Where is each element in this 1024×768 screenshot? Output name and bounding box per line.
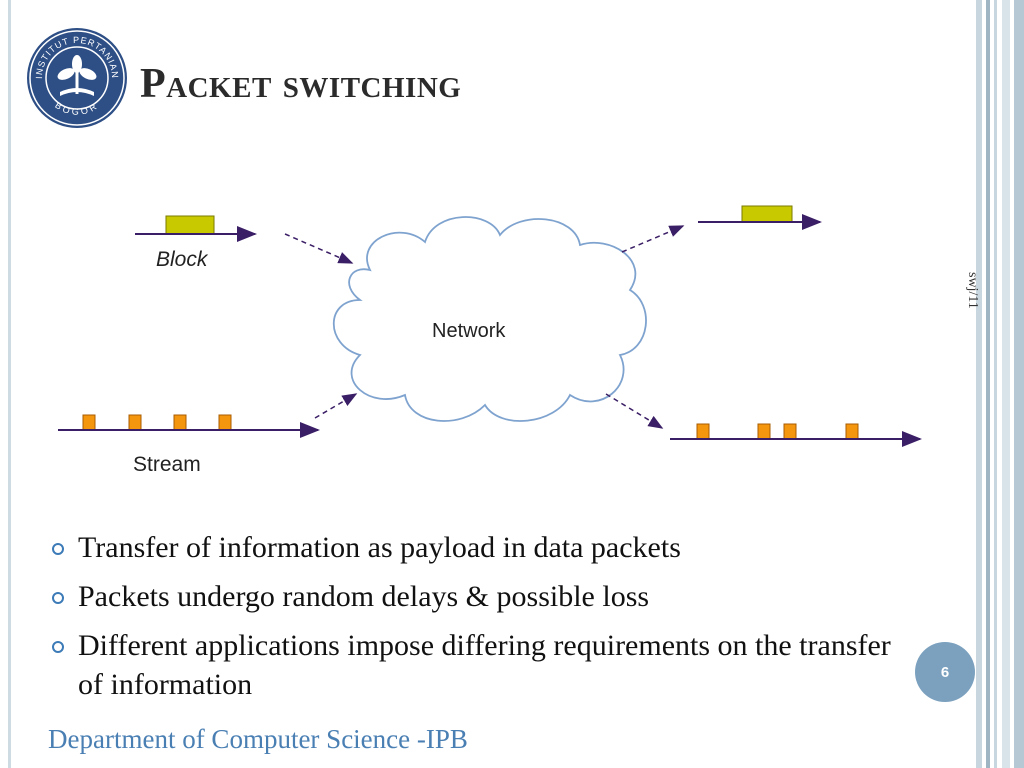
stream-packet-output [696, 423, 710, 440]
block-label: Block [156, 248, 209, 271]
bullet-text: Different applications impose differing … [78, 629, 891, 701]
university-logo: INSTITUT PERTANIAN BOGOR [27, 28, 127, 128]
left-border-rule [8, 0, 11, 768]
bullet-list: Transfer of information as payload in da… [48, 528, 918, 714]
stream-packet-input [218, 414, 232, 431]
slide-title: Packet switching [140, 61, 462, 107]
network-to-stream-output-arrow [605, 393, 664, 429]
network-label: Network [432, 320, 506, 342]
network-to-block-output-arrow [621, 225, 685, 253]
stream-packet-output [757, 423, 771, 440]
packet-switching-diagram: Block Network Stream [58, 205, 922, 476]
bullet-item: Different applications impose differing … [48, 626, 918, 704]
block-packet-input [165, 215, 215, 235]
bullet-icon [52, 543, 64, 555]
bullet-icon [52, 592, 64, 604]
block-to-network-arrow [284, 233, 354, 264]
bullet-item: Packets undergo random delays & possible… [48, 577, 918, 616]
stream-packet-output [783, 423, 797, 440]
side-note: swj/11 [965, 272, 980, 309]
bullet-text: Packets undergo random delays & possible… [78, 580, 650, 613]
stream-packet-input [82, 414, 96, 431]
leaf-emblem-icon [57, 55, 97, 96]
page-number-badge: 6 [915, 642, 975, 702]
right-border-stripes [976, 0, 1024, 768]
stream-to-network-arrow [314, 393, 358, 419]
stream-packet-output [845, 423, 859, 440]
network-cloud [333, 216, 647, 422]
bullet-text: Transfer of information as payload in da… [78, 531, 681, 564]
block-packet-output [741, 205, 793, 223]
page-number: 6 [940, 663, 950, 681]
bullet-icon [52, 641, 64, 653]
bullet-item: Transfer of information as payload in da… [48, 528, 918, 567]
stream-packet-input [128, 414, 142, 431]
stream-packet-input [173, 414, 187, 431]
footer-text: Department of Computer Science -IPB [48, 724, 468, 754]
stream-label: Stream [133, 453, 201, 476]
